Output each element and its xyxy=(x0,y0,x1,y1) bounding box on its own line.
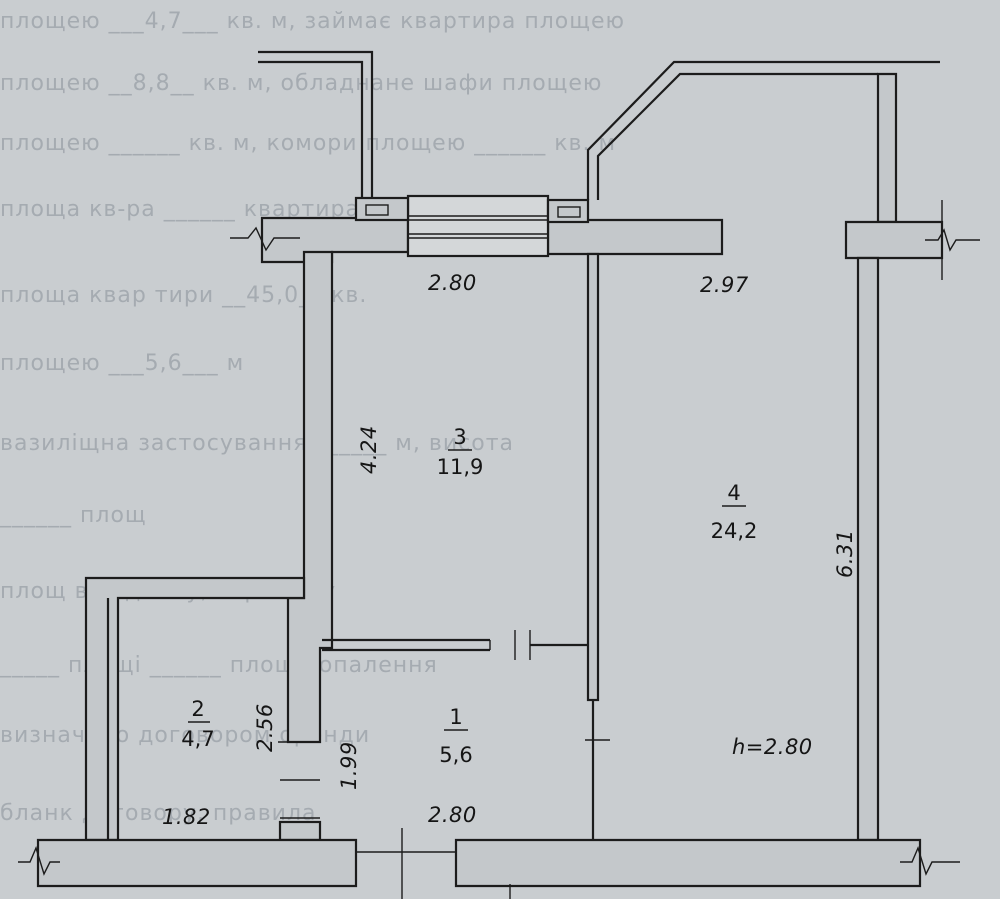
dim-room1-length: 1.99 xyxy=(337,741,361,790)
right-wall-main xyxy=(856,256,880,842)
dim-room4-length: 6.31 xyxy=(833,529,857,578)
dim-room3-width: 2.80 xyxy=(428,271,477,295)
form-line: площею ______ кв. м, комори площею _____… xyxy=(0,131,616,156)
room-labels: 3 11,9 4 24,2 2 4,7 1 5,6 xyxy=(181,425,757,767)
partition-3-4 xyxy=(586,252,600,702)
dim-room3-length: 4.24 xyxy=(357,425,381,474)
break-mark xyxy=(925,228,980,252)
dim-room2-length: 2.56 xyxy=(253,703,277,752)
break-mark xyxy=(900,845,960,876)
form-line: _____ площі ______ площа опалення xyxy=(0,653,438,678)
dim-room4-width: 2.97 xyxy=(700,273,749,297)
top-wall-right xyxy=(546,218,724,256)
balcony-right-rail xyxy=(586,60,940,200)
form-line: вазиліщна застосування ______ м, висота xyxy=(0,431,514,456)
room3-area: 11,9 xyxy=(437,455,484,479)
balcony-left-rail-inner xyxy=(258,60,364,198)
room2-door-jamb xyxy=(278,820,322,842)
window-frame xyxy=(406,194,550,258)
room1-area: 5,6 xyxy=(439,743,472,767)
window-sill-right xyxy=(546,198,590,224)
form-line: бланк договору, правила xyxy=(0,801,317,826)
room3-number: 3 xyxy=(453,425,466,449)
break-mark xyxy=(18,845,60,876)
top-wall-left xyxy=(260,216,410,264)
break-mark xyxy=(230,226,300,252)
room1-number: 1 xyxy=(449,705,462,729)
room2-area: 4,7 xyxy=(181,727,214,751)
form-line: площею ___5,6___ м xyxy=(0,351,244,376)
window-sill-left xyxy=(354,196,410,222)
bottom-wall-right xyxy=(454,838,922,888)
form-line: площею ___4,7___ кв. м, займає квартира … xyxy=(0,9,625,34)
right-outer-wall xyxy=(876,72,898,224)
dim-room1-width: 2.80 xyxy=(428,803,477,827)
dimension-labels: 2.80 2.97 4.24 6.31 2.56 1.99 1.82 2.80 … xyxy=(162,271,857,829)
room4-number: 4 xyxy=(727,481,740,505)
room4-area: 24,2 xyxy=(711,519,758,543)
balcony-right-rail-inner xyxy=(596,72,878,200)
ceiling-height: h=2.80 xyxy=(732,735,813,759)
bottom-wall-left xyxy=(36,838,358,888)
room2-number: 2 xyxy=(191,697,204,721)
balcony-left-rail xyxy=(258,50,374,198)
form-line: ______ площ xyxy=(0,503,147,528)
walls xyxy=(18,50,980,899)
room3-left-wall xyxy=(286,250,334,744)
form-line: площею __8,8__ кв. м, обладнане шафи пло… xyxy=(0,71,602,96)
dim-room2-width: 1.82 xyxy=(162,805,211,829)
